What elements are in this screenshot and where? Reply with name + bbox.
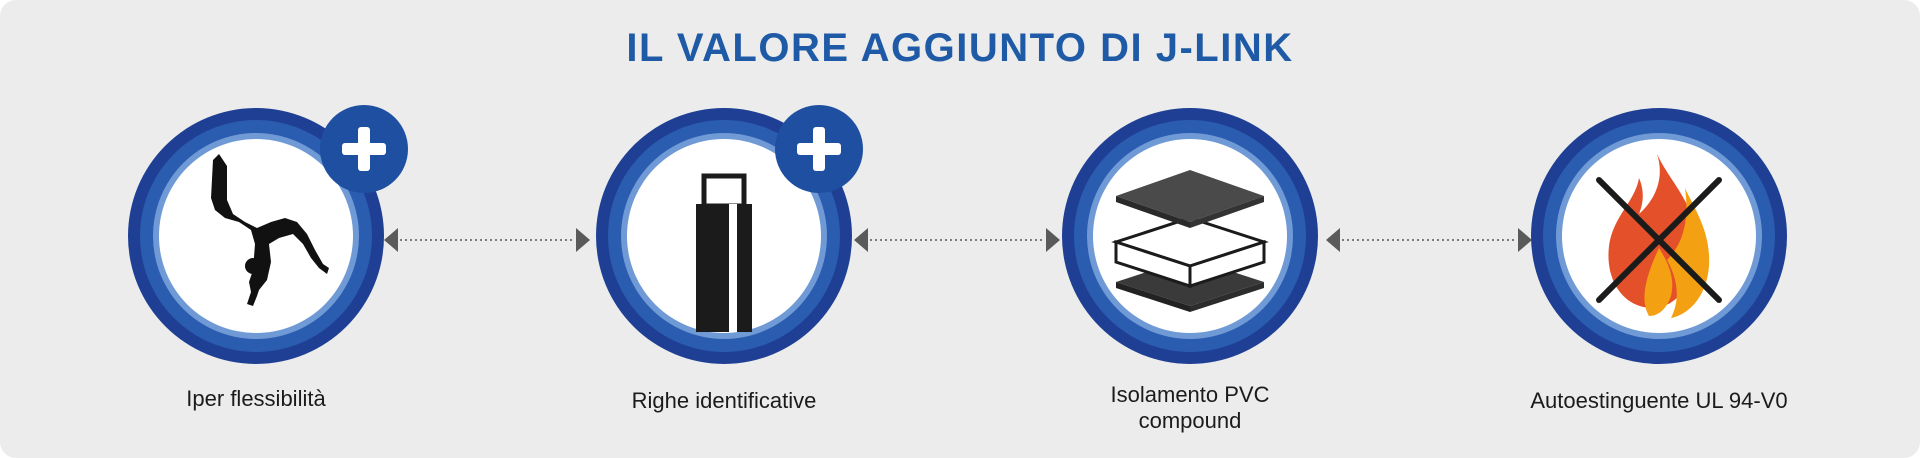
arrow-left-icon	[384, 228, 398, 252]
plus-badge	[775, 105, 863, 193]
badge-circle	[128, 108, 384, 364]
plus-icon	[342, 127, 386, 171]
feature-label: Iper flessibilità	[186, 386, 326, 411]
arrow-left-icon	[854, 228, 868, 252]
crossed-flame-icon	[1596, 154, 1722, 318]
feature-label: Isolamento PVC compound	[1040, 382, 1340, 434]
plus-badge	[320, 105, 408, 193]
feature-label-line2: compound	[1138, 408, 1242, 433]
connector-arrows	[382, 226, 592, 254]
arrow-left-icon	[1326, 228, 1340, 252]
feature-hyper-flexibility: Iper flessibilità	[106, 105, 408, 456]
connector-arrows	[1324, 226, 1534, 254]
plus-icon	[797, 127, 841, 171]
insulation-layers-icon	[1111, 170, 1269, 312]
badge-circle	[1062, 108, 1318, 364]
feature-label-line1: Isolamento PVC	[1110, 382, 1270, 407]
page-title: IL VALORE AGGIUNTO DI J-LINK	[626, 26, 1294, 70]
gymnast-icon	[211, 154, 329, 306]
feature-label: Righe identificative	[631, 388, 817, 413]
striped-cable-icon	[696, 173, 752, 332]
connector-arrows	[852, 226, 1062, 254]
feature-self-extinguishing: Autoestinguente UL 94-V0	[1509, 106, 1809, 456]
arrow-right-icon	[1518, 228, 1532, 252]
arrow-right-icon	[576, 228, 590, 252]
feature-label: Autoestinguente UL 94-V0	[1530, 388, 1788, 413]
feature-pvc-insulation: Isolamento PVC compound	[1040, 106, 1340, 456]
feature-identification-stripes: Righe identificative	[574, 105, 874, 456]
arrow-right-icon	[1046, 228, 1060, 252]
badge-circle	[1531, 108, 1787, 364]
